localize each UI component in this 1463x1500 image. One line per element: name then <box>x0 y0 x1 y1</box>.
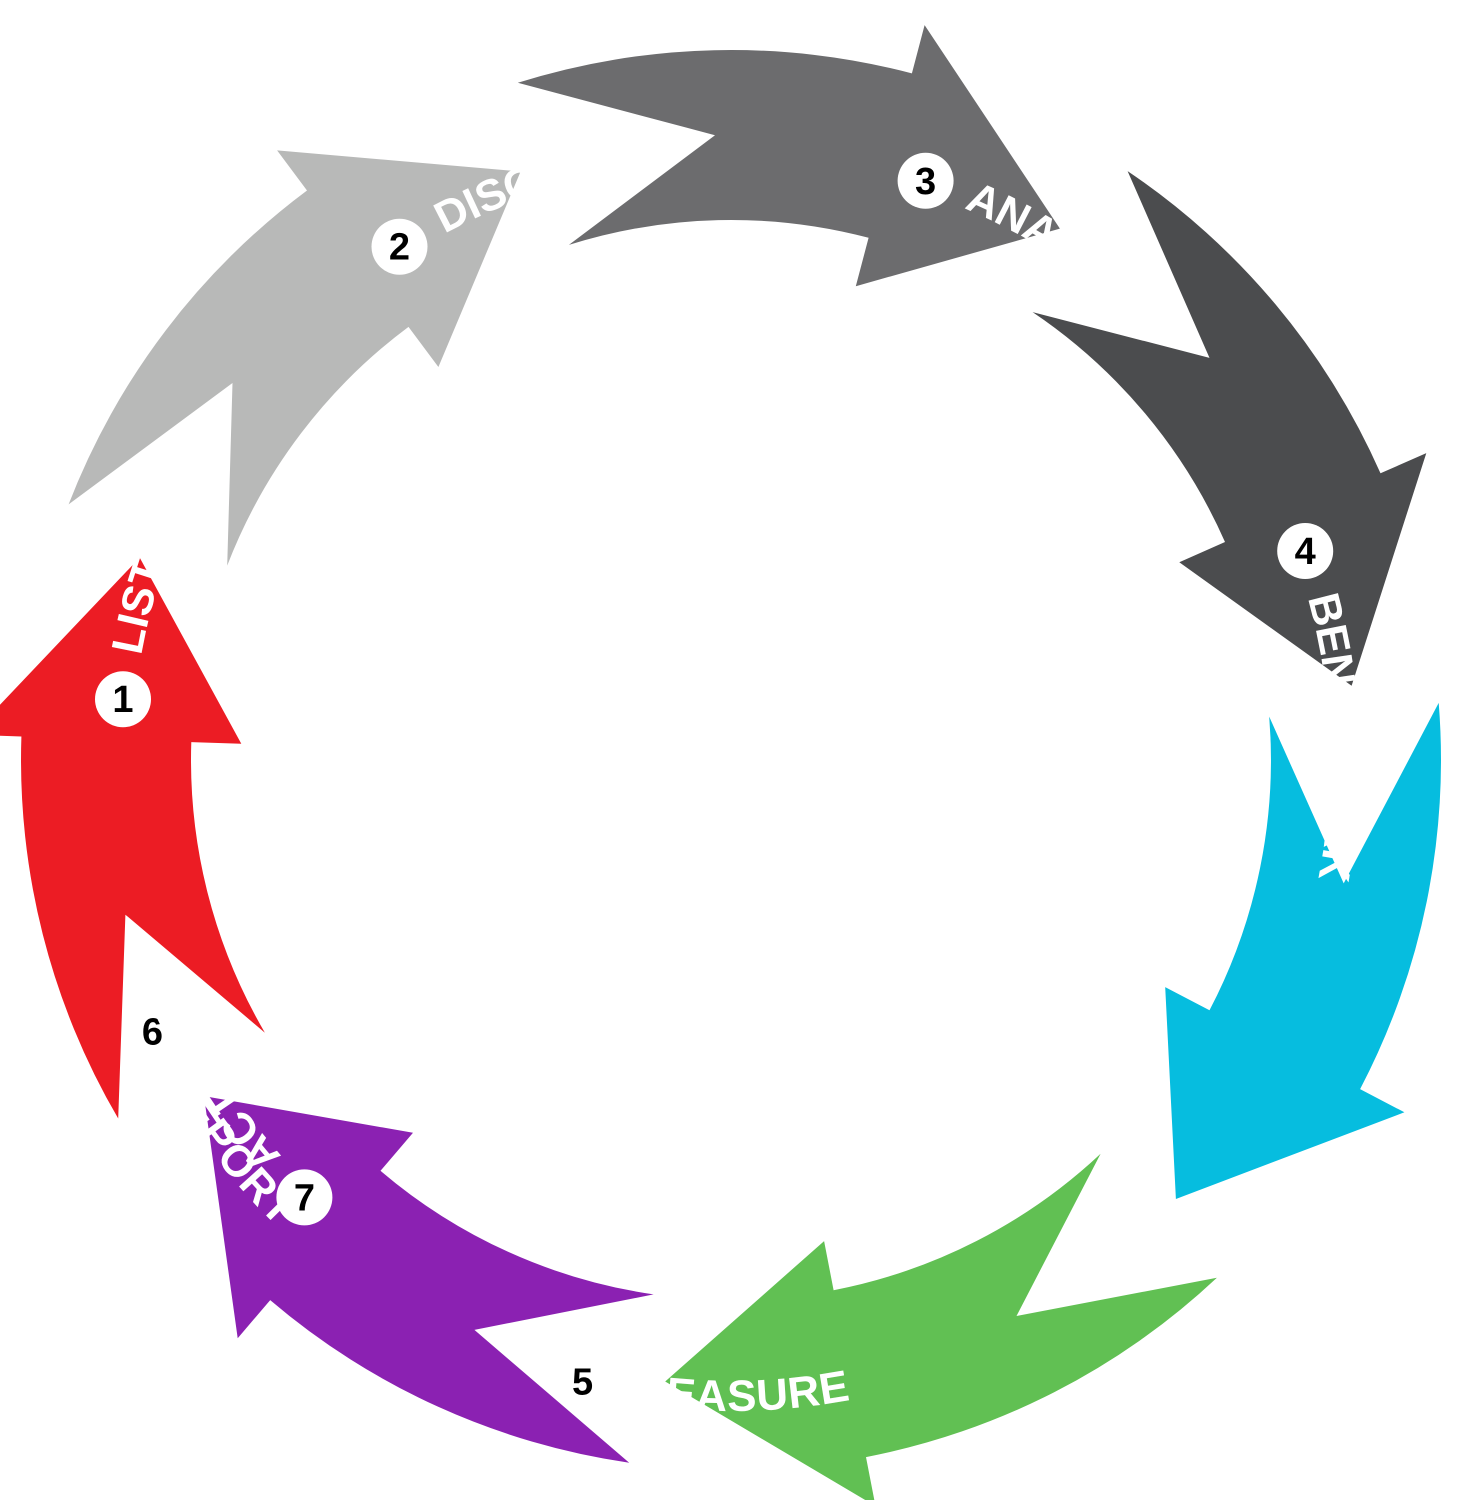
cycle-arrows <box>0 25 1441 1500</box>
step-number-badge <box>897 152 954 209</box>
step-number: 4 <box>1295 531 1316 573</box>
step-number-badge <box>95 671 151 728</box>
step-arrow-activate <box>0 557 265 1119</box>
step-number-badge <box>554 1353 611 1410</box>
step-number: 1 <box>112 679 133 721</box>
step-number: 5 <box>572 1362 593 1404</box>
step-number: 7 <box>294 1177 315 1219</box>
step-number: 6 <box>142 1012 163 1054</box>
step-arrow-discover <box>517 25 1060 287</box>
step-number-badge <box>1277 523 1334 579</box>
step-label-listen: LISTEN <box>102 494 195 658</box>
step-number-badge <box>371 218 428 275</box>
step-number: 3 <box>915 161 936 203</box>
step-number-badge <box>124 1003 181 1060</box>
step-number-badge <box>276 1169 333 1226</box>
step-arrow-benchmark <box>1165 702 1441 1199</box>
step-number: 2 <box>389 227 410 269</box>
step-arrow-measure <box>665 1153 1217 1500</box>
